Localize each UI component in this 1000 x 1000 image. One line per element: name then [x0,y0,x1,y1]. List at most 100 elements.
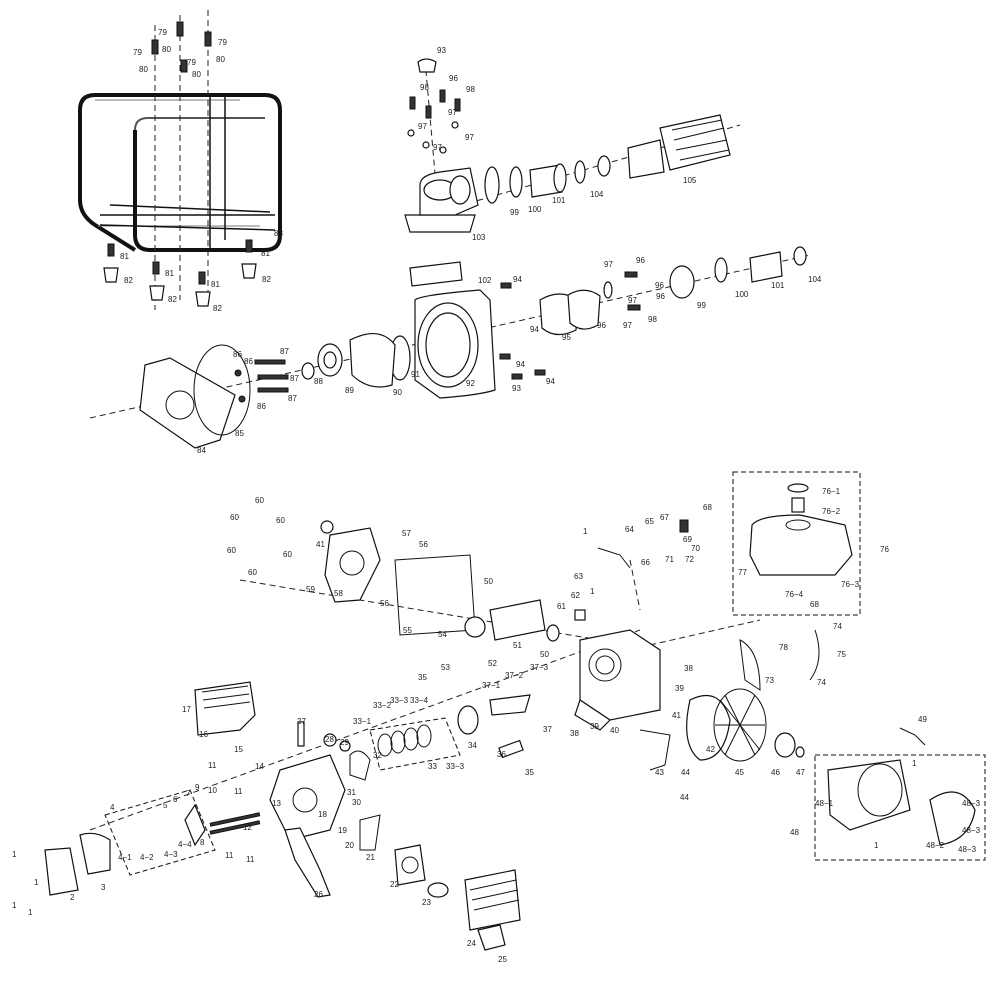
part-label-76-3: 76−3 [841,580,860,589]
part-label-31: 31 [347,788,356,797]
part-label-101b: 101 [771,281,785,290]
part-label-76-4: 76−4 [785,590,804,599]
part-label-91: 91 [411,370,420,379]
protective-frame [78,93,282,252]
part-label-69: 69 [683,535,692,544]
part-label-80a: 80 [139,65,148,74]
engine-assembly [44,471,986,951]
part-label-49: 49 [918,715,927,724]
part-label-79c: 79 [187,58,196,67]
part-label-81d: 81 [261,249,270,258]
part-label-97b: 97 [448,108,457,117]
part-label-104b: 104 [808,275,822,284]
part-label-97e: 97 [604,260,613,269]
part-label-86a: 86 [233,350,242,359]
part-label-11b: 11 [234,787,243,796]
part-label-98a: 98 [420,83,429,92]
part-label-58: 58 [334,589,343,598]
part-label-80c: 80 [192,70,201,79]
part-label-88: 88 [314,377,323,386]
part-label-36: 36 [497,750,506,759]
part-label-4-4: 4−4 [178,840,192,849]
part-label-47: 47 [796,768,805,777]
part-label-51: 51 [513,641,522,650]
part-label-63: 63 [574,572,583,581]
part-label-50a: 50 [484,577,493,586]
part-label-4-1: 4−1 [118,853,132,862]
part-label-37: 37 [543,725,552,734]
part-label-96c: 96 [656,292,665,301]
part-label-61: 61 [557,602,566,611]
part-label-68a: 68 [703,503,712,512]
part-label-12: 12 [243,823,252,832]
part-label-72: 72 [685,555,694,564]
part-label-33-1: 33−1 [353,717,372,726]
part-label-23: 23 [422,898,431,907]
part-label-32: 32 [373,751,382,760]
part-label-71: 71 [665,555,674,564]
part-label-11a: 11 [208,761,217,770]
part-label-76-1: 76−1 [822,487,841,496]
part-label-40: 40 [610,726,619,735]
part-label-41a: 41 [316,540,325,549]
part-label-33-3a: 33−3 [390,696,409,705]
part-label-25: 25 [498,955,507,964]
part-label-86b: 86 [244,357,253,366]
part-label-53: 53 [441,663,450,672]
part-label-86c: 86 [257,402,266,411]
part-label-1g: 1 [874,841,879,850]
part-label-48-1: 48−1 [815,799,834,808]
part-label-1f: 1 [28,908,33,917]
part-label-43: 43 [655,768,664,777]
part-label-2: 2 [70,893,75,902]
part-label-76-2: 76−2 [822,507,841,516]
part-label-1d: 1 [34,878,39,887]
part-label-94b: 94 [530,325,539,334]
part-label-92: 92 [466,379,475,388]
part-label-96a: 96 [449,74,458,83]
part-label-87c: 87 [288,394,297,403]
part-label-79d: 79 [218,38,227,47]
part-label-48-3a: 48−3 [962,799,981,808]
part-label-56a: 56 [419,540,428,549]
part-label-87a: 87 [280,347,289,356]
part-label-82c: 82 [213,304,222,313]
part-label-59: 59 [306,585,315,594]
part-label-48-3b: 48−3 [962,826,981,835]
part-label-37-3: 37−3 [530,663,549,672]
part-label-4-3: 4−3 [164,850,178,859]
part-label-21: 21 [366,853,375,862]
part-label-60c: 60 [276,516,285,525]
part-label-74b: 74 [817,678,826,687]
part-label-60d: 60 [227,546,236,555]
part-label-81b: 81 [165,269,174,278]
part-number-labels: 7980798079807980838182818281828182939896… [12,28,981,964]
part-label-60b: 60 [230,513,239,522]
part-label-20: 20 [345,841,354,850]
part-label-38a: 38 [684,664,693,673]
part-label-94c: 94 [516,360,525,369]
part-label-41b: 41 [672,711,681,720]
part-label-76: 76 [880,545,889,554]
part-label-85: 85 [235,429,244,438]
part-label-37-2: 37−2 [505,671,524,680]
part-label-44a: 44 [681,768,690,777]
part-label-93a: 93 [437,46,446,55]
part-label-77: 77 [738,568,747,577]
suction-assembly [404,58,741,233]
part-label-89: 89 [345,386,354,395]
part-label-44b: 44 [680,793,689,802]
part-label-81c: 81 [211,280,220,289]
part-label-102: 102 [478,276,492,285]
part-label-99a: 99 [510,208,519,217]
part-label-50b: 50 [540,650,549,659]
part-label-33-2: 33−2 [373,701,392,710]
part-label-18: 18 [318,810,327,819]
part-label-16: 16 [199,730,208,739]
part-label-35b: 35 [525,768,534,777]
part-label-105: 105 [683,176,697,185]
part-label-1c: 1 [12,850,17,859]
part-label-60f: 60 [248,568,257,577]
part-label-100a: 100 [528,205,542,214]
